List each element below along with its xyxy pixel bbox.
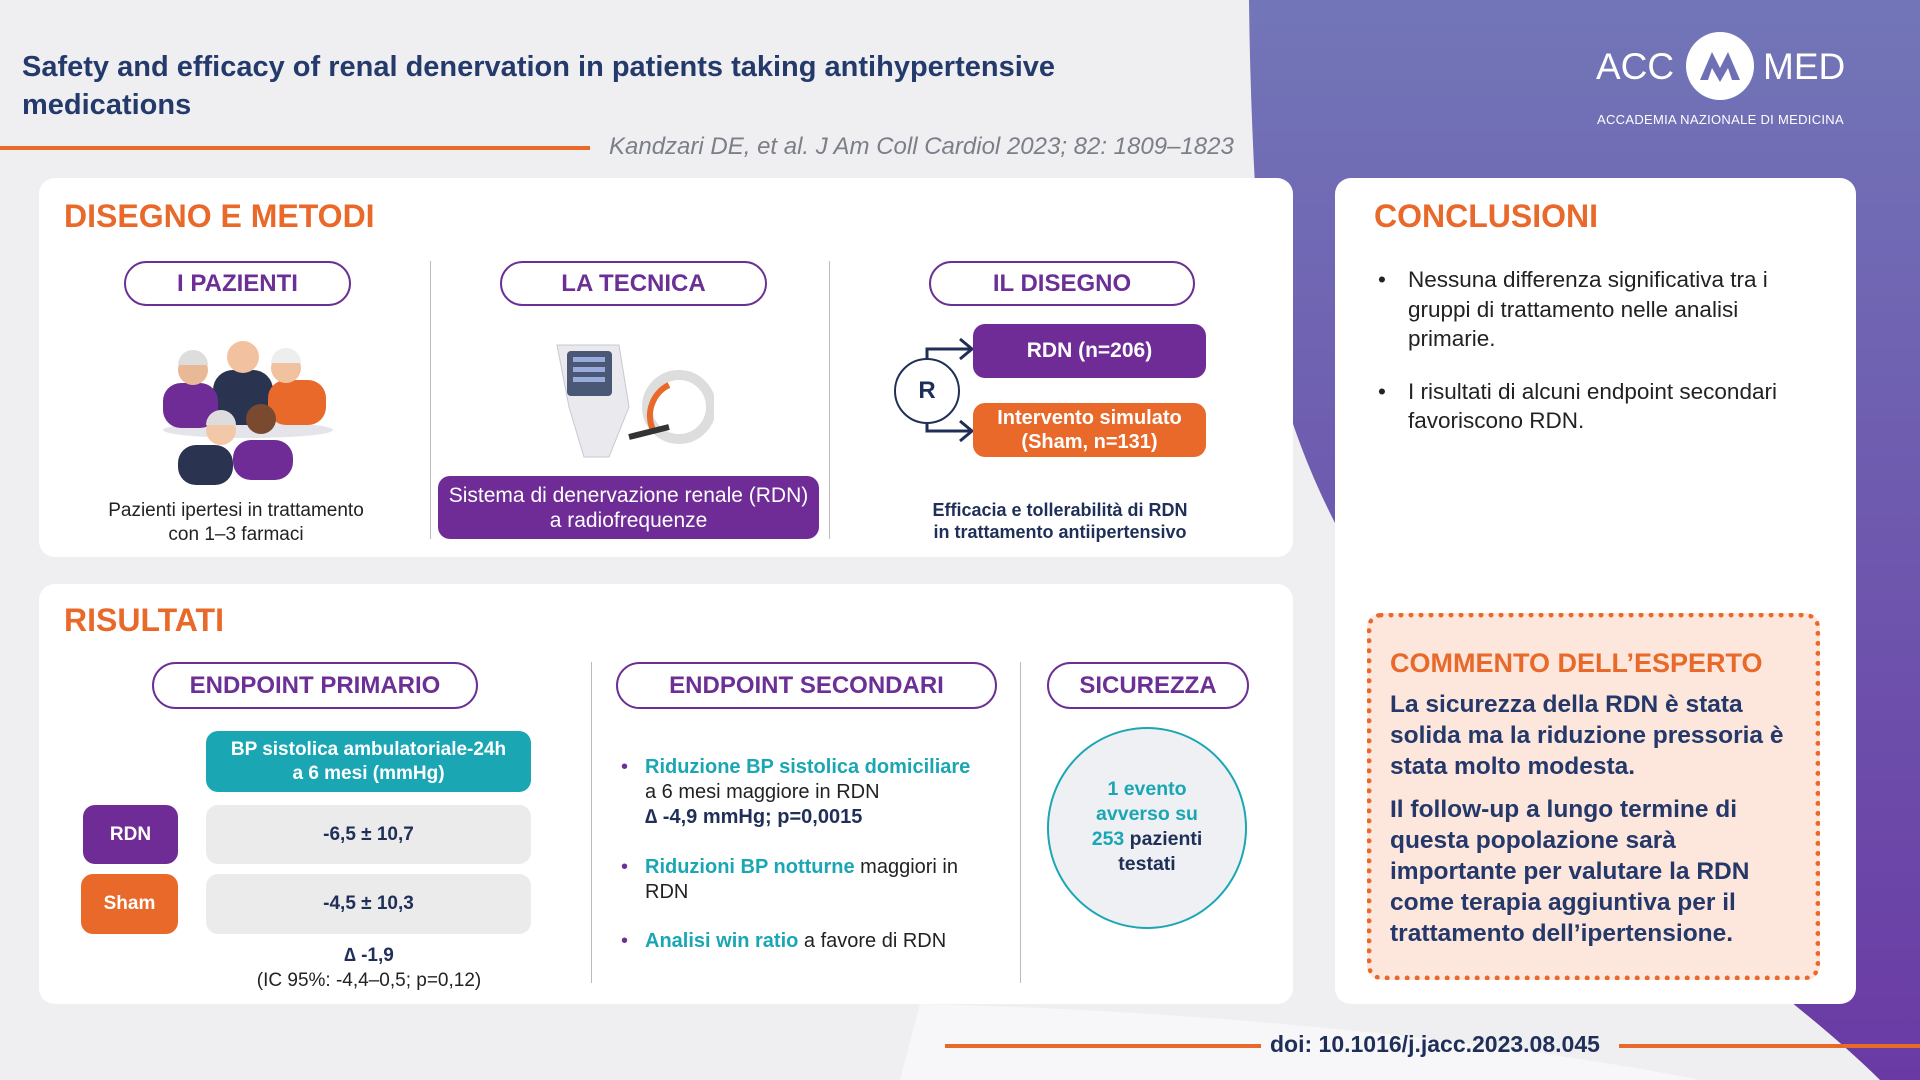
expert-comment-box: COMMENTO DELL’ESPERTO La sicurezza della… <box>1367 613 1820 980</box>
accmed-logo: ACC MED ACCADEMIA NAZIONALE DI MEDICINA <box>1596 32 1856 140</box>
conclusions-list: •Nessuna differenza significativa tra i … <box>1378 265 1818 459</box>
title-underline <box>0 146 590 150</box>
randomization-circle: R <box>894 358 960 424</box>
secondary-bullet: •Analisi win ratio a favore di RDN <box>621 930 947 952</box>
divider <box>829 261 830 539</box>
sham-row-value: -4,5 ± 10,3 <box>206 874 531 934</box>
secondary-endpoints-pill: ENDPOINT SECONDARI <box>616 662 997 709</box>
rdn-system-box: Sistema di denervazione renale (RDN)a ra… <box>438 476 819 539</box>
logo-med: MED <box>1763 46 1846 87</box>
divider <box>430 261 431 539</box>
expert-paragraph: Il follow-up a lungo termine di questa p… <box>1390 796 1750 947</box>
divider <box>591 662 592 983</box>
primary-delta: ∆ -1,9(IC 95%: -4,4–0,5; p=0,12) <box>256 945 482 991</box>
logo-acc: ACC <box>1596 46 1675 87</box>
conclusions-heading: CONCLUSIONI <box>1374 198 1598 234</box>
primary-endpoint-pill: ENDPOINT PRIMARIO <box>152 662 478 709</box>
patients-pill: I PAZIENTI <box>124 261 351 306</box>
rdn-row-value: -6,5 ± 10,7 <box>206 805 531 864</box>
doi-link[interactable]: doi: 10.1016/j.jacc.2023.08.045 <box>1270 1031 1600 1057</box>
logo-m-icon <box>1686 32 1754 100</box>
divider <box>1020 662 1021 983</box>
footer-rule <box>945 1044 1261 1048</box>
rdn-device-icon <box>556 344 714 458</box>
safety-pill: SICUREZZA <box>1047 662 1249 709</box>
conclusion-item: •I risultati di alcuni endpoint secondar… <box>1378 378 1777 434</box>
sham-arm-box: Intervento simulato(Sham, n=131) <box>973 403 1206 457</box>
design-heading: DISEGNO E METODI <box>64 198 375 234</box>
citation: Kandzari DE, et al. J Am Coll Cardiol 20… <box>609 133 1234 160</box>
logo-subtitle: ACCADEMIA NAZIONALE DI MEDICINA <box>1597 112 1844 127</box>
conclusion-item: •Nessuna differenza significativa tra i … <box>1378 267 1768 351</box>
technique-pill: LA TECNICA <box>500 261 767 306</box>
footer-rule <box>1619 1044 1920 1048</box>
expert-paragraph: La sicurezza della RDN è stata solida ma… <box>1390 691 1784 780</box>
results-heading: RISULTATI <box>64 602 224 638</box>
page-title: Safety and efficacy of renal denervation… <box>22 51 1056 121</box>
rdn-row-label: RDN <box>83 805 178 864</box>
design-pill: IL DISEGNO <box>929 261 1195 306</box>
expert-heading: COMMENTO DELL’ESPERTO <box>1390 648 1763 678</box>
rdn-arm-box: RDN (n=206) <box>973 324 1206 378</box>
sham-row-label: Sham <box>81 874 178 934</box>
patients-illustration-icon <box>163 341 333 485</box>
